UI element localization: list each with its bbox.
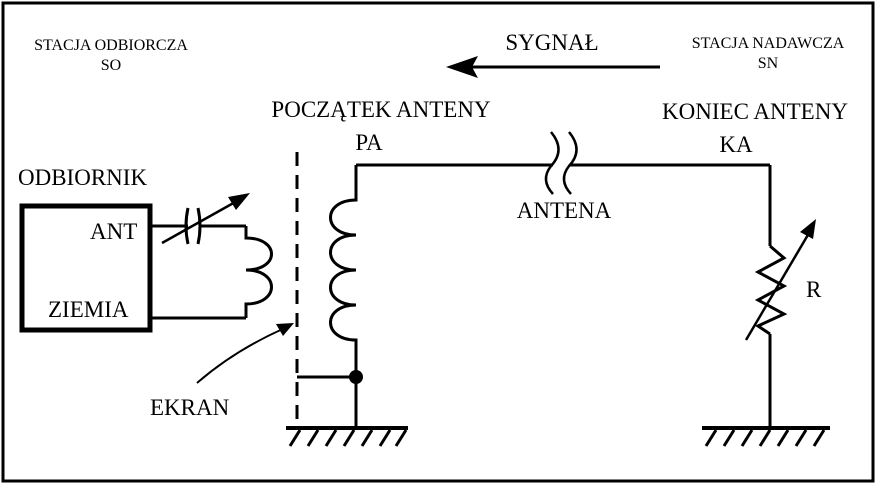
screen-pointer (196, 323, 294, 384)
variable-capacitor (150, 193, 250, 245)
receiver-coil (150, 224, 273, 320)
receiver-title: ODBIORNIK (18, 165, 148, 190)
ground-symbol-receiving (286, 426, 408, 447)
antenna-coil (297, 165, 363, 428)
receiver-ground-terminal: ZIEMIA (48, 297, 129, 322)
antenna-start-abbr: PA (355, 130, 383, 155)
signal-arrow (446, 56, 660, 78)
outer-frame (1, 1, 875, 483)
antenna-label: ANTENA (516, 198, 612, 223)
variable-resistor (744, 219, 816, 428)
receiving-station-name: STACJA ODBIORCZA (34, 37, 188, 54)
receiver-ant-terminal: ANT (90, 219, 138, 244)
ground-symbol-transmitting (702, 426, 830, 447)
transmitting-station-name: STACJA NADAWCZA (691, 35, 845, 52)
screen-label: EKRAN (150, 395, 230, 420)
transmitting-station-abbr: SN (757, 55, 779, 72)
antenna-start-name: POCZĄTEK ANTENY (271, 97, 491, 122)
receiving-station-abbr: SO (100, 57, 122, 74)
antenna-end-name: KONIEC ANTENY (662, 99, 848, 124)
resistor-label: R (806, 277, 822, 302)
antenna-end-abbr: KA (719, 132, 753, 157)
signal-label: SYGNAŁ (505, 30, 599, 55)
antenna-wire (356, 131, 772, 246)
receiver-box (19, 203, 153, 333)
